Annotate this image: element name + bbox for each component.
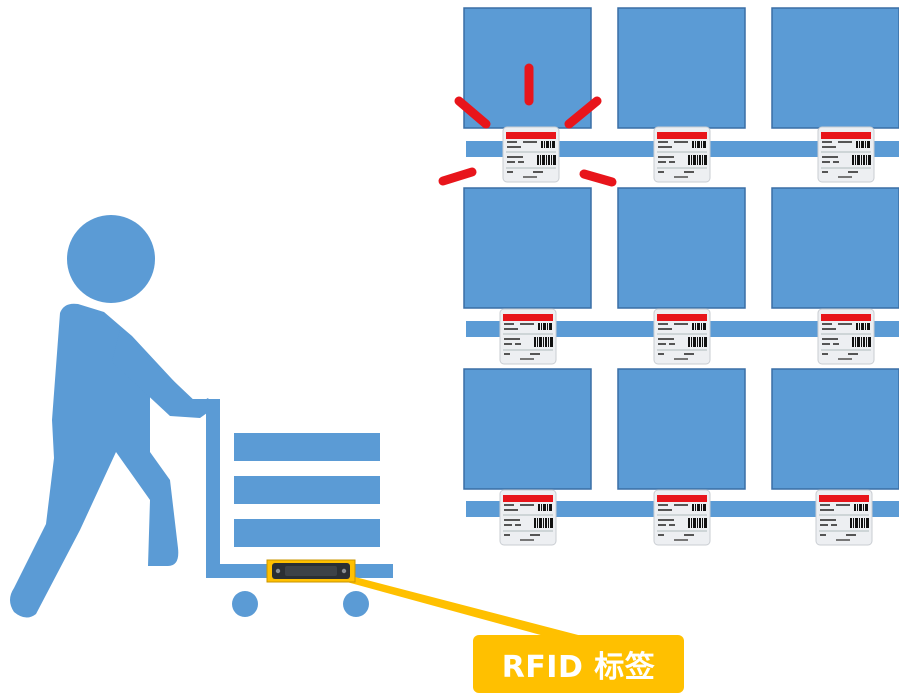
cart-wheel [232, 591, 258, 617]
shelf-label-icon [818, 309, 874, 364]
shelf-label-icon [500, 309, 556, 364]
shelf-box-r2c3 [772, 188, 899, 308]
shelf-label-icon [503, 127, 559, 182]
shelf-box-r2c1 [464, 188, 591, 308]
cart-crate [234, 476, 380, 504]
cart-crate [234, 519, 380, 547]
cart-frame-vertical [206, 399, 220, 577]
shelf-label-icon [500, 490, 556, 545]
cart-crate [234, 433, 380, 461]
rfid-reader-icon [267, 560, 355, 582]
worker-pushing-cart-icon [10, 215, 214, 618]
shelf-box-r3c2 [618, 369, 745, 489]
shelf-label-icon [816, 490, 872, 545]
shelf-label-icon [654, 309, 710, 364]
shelf-label-icon [654, 127, 710, 182]
worker-body [10, 304, 187, 618]
shelf-box-r2c2 [618, 188, 745, 308]
shelf-box-r1c2 [618, 8, 745, 128]
rfid-tag-callout: RFID 标签 [473, 635, 684, 693]
shelf-label-icon [818, 127, 874, 182]
worker-head [67, 215, 155, 303]
callout-label: RFID 标签 [502, 642, 656, 686]
shelf-box-r3c3 [772, 369, 899, 489]
shelf-box-r1c3 [772, 8, 899, 128]
shelf-box-r3c1 [464, 369, 591, 489]
cart-wheel [343, 591, 369, 617]
shelf-label-icon [654, 490, 710, 545]
